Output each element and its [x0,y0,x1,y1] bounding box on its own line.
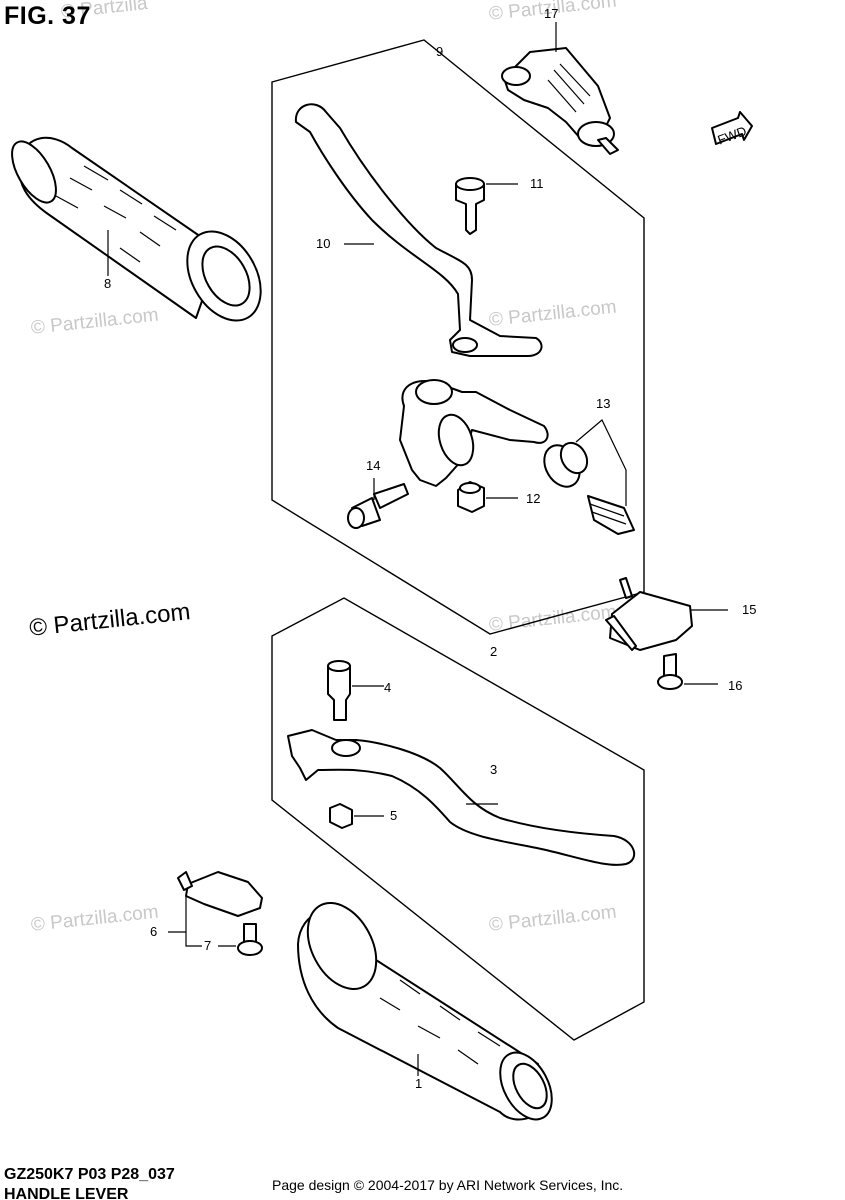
part-14-bolt [347,483,409,529]
figure-title: FIG. 37 [4,2,91,30]
part-17-switch [501,47,619,155]
callout-5: 5 [390,808,397,823]
callout-16: 16 [728,678,742,693]
part-1-grip [297,902,553,1121]
callout-9: 9 [436,44,443,59]
part-8-grip [11,136,262,322]
forward-arrow-icon [711,111,753,145]
part-4-pivot-bolt [327,660,351,721]
part-5-nut [329,803,353,829]
part-3-brake-lever [287,729,636,866]
part-12-nut [457,481,485,513]
part-10-clutch-lever [294,103,543,357]
callout-11: 11 [530,176,544,191]
part-15-switch [605,577,693,651]
lever-holder [399,379,549,487]
section-title: HANDLE LEVER [4,1186,129,1200]
callout-15: 15 [742,602,756,617]
part-13-adjuster [543,441,635,535]
callout-10: 10 [316,236,330,251]
callout-6: 6 [150,924,157,939]
callout-12: 12 [526,491,540,506]
callout-17: 17 [544,6,558,21]
callout-2: 2 [490,644,497,659]
part-16-screw [657,653,683,690]
part-7-screw [237,923,263,956]
part-6-switch [177,871,263,917]
callout-7: 7 [204,938,211,953]
callout-3: 3 [490,762,497,777]
callout-1: 1 [415,1076,422,1091]
brake-assembly-frame [271,597,645,1041]
callout-13: 13 [596,396,610,411]
callout-4: 4 [384,680,391,695]
callout-14: 14 [366,458,380,473]
part-11-pivot-bolt [455,177,485,235]
callout-8: 8 [104,276,111,291]
clutch-assembly-frame [271,39,645,635]
page-credit: Page design © 2004-2017 by ARI Network S… [272,1177,624,1193]
model-code: GZ250K7 P03 P28_037 [4,1166,175,1183]
